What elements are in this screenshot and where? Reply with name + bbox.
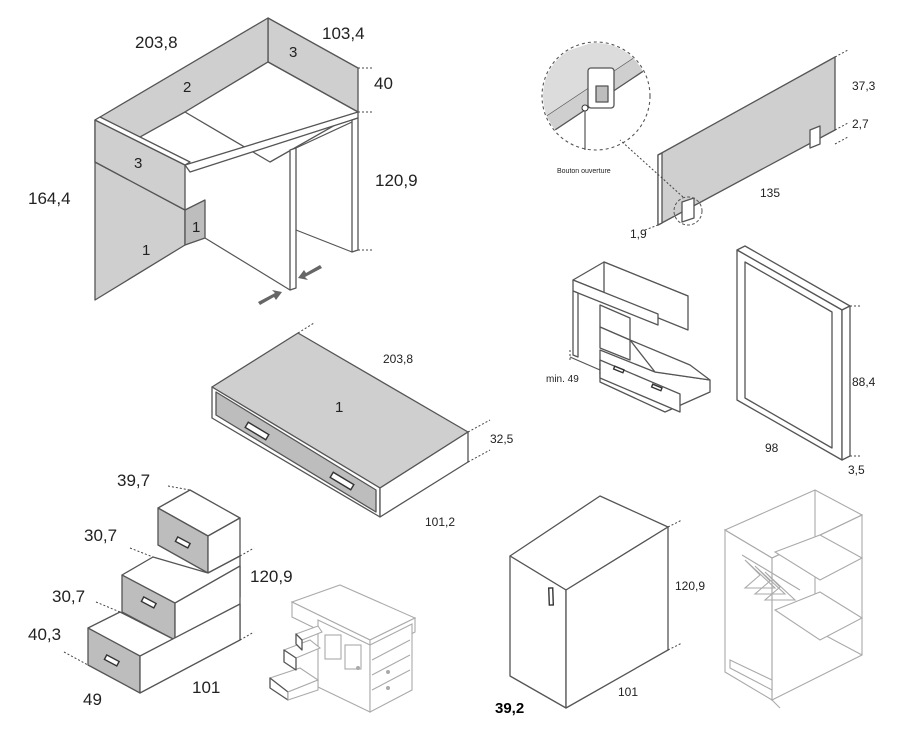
desk-width-label: 203,8	[135, 33, 178, 52]
desk-panel-3-back-label: 3	[289, 44, 297, 61]
mirror-drawing	[736, 245, 862, 461]
steps-top-label: 39,7	[117, 471, 150, 490]
steps-depth-label: 49	[83, 690, 102, 709]
button-callout-label: Bouton ouverture	[557, 168, 611, 175]
wardrobe-depth-label: 39,2	[495, 700, 524, 717]
wardrobe-height-label: 120,9	[675, 579, 705, 593]
panel-drawing: Bouton ouverture	[541, 41, 849, 231]
steps-low-label: 30,7	[52, 587, 85, 606]
bed-depth-label: 101,2	[425, 515, 455, 529]
wardrobe-length-label: 101	[618, 685, 638, 699]
steps-bottom-label: 40,3	[28, 625, 61, 644]
desk-panel-2-label: 2	[183, 79, 191, 96]
desk-upper-height-label: 40	[374, 74, 393, 93]
panel-length-label: 135	[760, 186, 780, 200]
desk-depth-label: 103,4	[322, 24, 365, 43]
mirror-depth-label: 3,5	[848, 463, 865, 477]
steps-mid-label: 30,7	[84, 526, 117, 545]
steps-length-label: 101	[192, 678, 220, 697]
mirror-height-label: 88,4	[852, 375, 876, 389]
mirror-width-label: 98	[765, 441, 779, 455]
desk-total-height-label: 164,4	[28, 189, 71, 208]
desk-leg-height-label: 120,9	[375, 171, 418, 190]
mini-layout-drawing	[569, 261, 711, 413]
bed-panel-1-label: 1	[335, 399, 343, 416]
mini-furniture-drawing	[268, 584, 417, 713]
steps-total-height-label: 120,9	[250, 567, 293, 586]
bed-drawer-drawing	[211, 322, 491, 518]
bed-width-label: 203,8	[383, 352, 413, 366]
panel-thickness-label: 1,9	[630, 227, 647, 241]
desk-drawing	[94, 17, 372, 305]
wardrobe-interior-drawing	[723, 489, 864, 709]
steps-drawing	[63, 485, 255, 694]
panel-foot-height-label: 2,7	[852, 117, 869, 131]
desk-panel-1-label: 1	[142, 242, 150, 259]
mini-min-label: min. 49	[546, 374, 579, 385]
bed-height-label: 32,5	[490, 432, 514, 446]
panel-height-label: 37,3	[852, 79, 876, 93]
desk-panel-3-front-label: 3	[134, 155, 142, 172]
wardrobe-drawing	[509, 495, 683, 709]
desk-panel-1b-label: 1	[192, 219, 200, 236]
